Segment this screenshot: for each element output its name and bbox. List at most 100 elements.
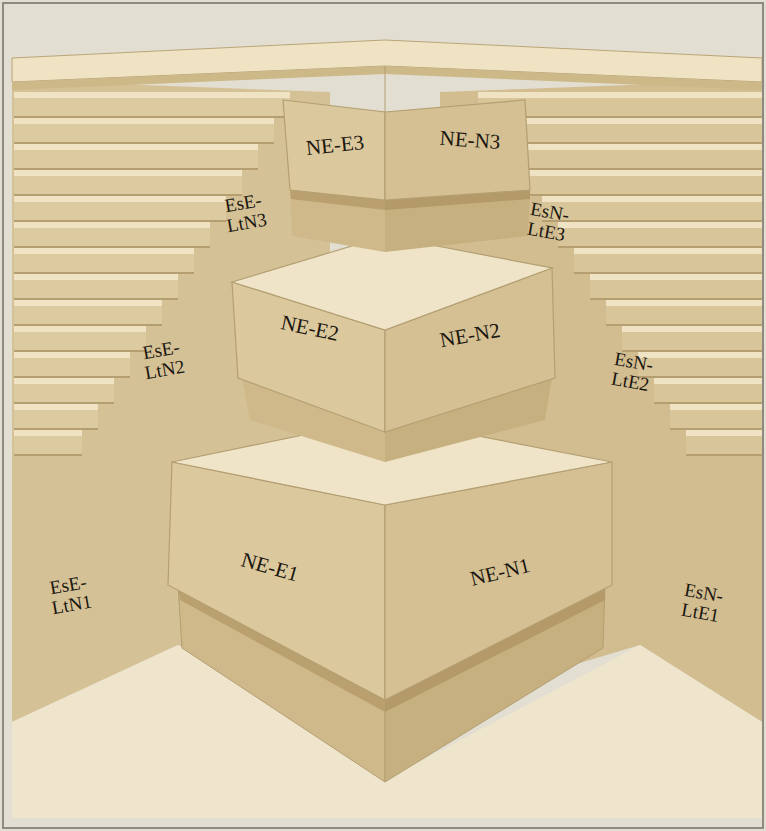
stair-step [14,222,210,248]
stair-step [14,430,82,456]
stair-step [14,378,114,404]
part-label: NE-N3 [439,127,501,153]
part-label: EsN- LtE1 [679,580,724,626]
stair-step [574,248,762,254]
stair-step [478,92,762,98]
stair-step [542,220,762,222]
stair-step [14,402,114,404]
part-label: NE-N1 [468,554,532,590]
stair-step [14,300,162,306]
stair-step [542,196,762,222]
stair-step [14,248,194,274]
stair-step [590,298,762,300]
stair-step [606,324,762,326]
part-label: EsN- LtE3 [525,199,570,245]
stair-step [622,326,762,352]
top-slab-edge [12,66,762,90]
stairs [14,92,762,456]
stair-step [14,248,194,254]
stair-step [14,194,242,196]
stair-step [558,246,762,248]
stair-step [14,326,146,352]
part-label: NE-E2 [279,311,341,345]
stair-step [622,350,762,352]
stair-step [542,196,762,202]
part-label: EsE- LtN2 [140,337,186,383]
corner-edge [385,66,386,112]
part-label: NE-E3 [305,131,365,159]
stair-step [14,144,258,170]
part-label: EsE- LtN3 [222,190,268,236]
stair-step [14,222,210,228]
stair-step [654,378,762,384]
stair-step [14,326,146,332]
stair-step [14,196,226,202]
stair-step [574,248,762,274]
stair-step [670,404,762,410]
stair-step [14,404,98,430]
stair-step [14,300,162,326]
stair-step [510,144,762,170]
stair-step [14,168,258,170]
stair-step [558,222,762,228]
stair-step [14,352,130,378]
stair-step [14,246,210,248]
stair-step [526,170,762,196]
stair-step [574,272,762,274]
stair-step [654,402,762,404]
block-ne-e3 [283,100,385,200]
top-slab [12,40,762,82]
stair-step [526,194,762,196]
stair-step [558,222,762,248]
part-label: EsN- LtE2 [609,349,654,395]
stair-step [686,454,762,456]
stair-step [14,350,146,352]
stair-step [510,168,762,170]
recess-3w [290,190,385,252]
stair-step [14,378,114,384]
recess-3n [385,190,530,252]
stair-step [14,116,290,118]
stair-step [670,428,762,430]
stair-step [526,170,762,176]
stair-step [494,142,762,144]
stair-step [590,274,762,300]
stair-step [638,376,762,378]
frame [3,3,763,828]
part-label: NE-E1 [239,548,301,585]
block-ne-n3 [385,100,530,200]
stair-step [14,352,130,358]
stair-step [606,300,762,306]
stair-step [14,298,178,300]
part-label: NE-N2 [438,319,502,351]
stair-step [14,454,82,456]
stair-step [590,274,762,280]
stair-step [14,170,242,196]
stair-step [14,144,258,150]
stair-step [14,92,290,98]
stair-step [670,404,762,430]
stair-step [14,274,178,280]
stair-step [14,220,226,222]
stair-step [14,196,226,222]
stair-step [14,274,178,300]
stair-step [494,118,762,144]
stair-step [606,300,762,326]
part-label: EsE- LtN1 [47,572,93,618]
stair-step [14,404,98,410]
stair-step [14,430,82,436]
stair-step [686,430,762,456]
stair-step [638,352,762,378]
stair-step [14,118,274,144]
stair-step [510,144,762,150]
stair-step [14,324,162,326]
stair-step [686,430,762,436]
stair-step [14,142,274,144]
stair-step [638,352,762,358]
stair-step [14,376,130,378]
stair-step [14,170,242,176]
stair-step [494,118,762,124]
stair-step [14,118,274,124]
